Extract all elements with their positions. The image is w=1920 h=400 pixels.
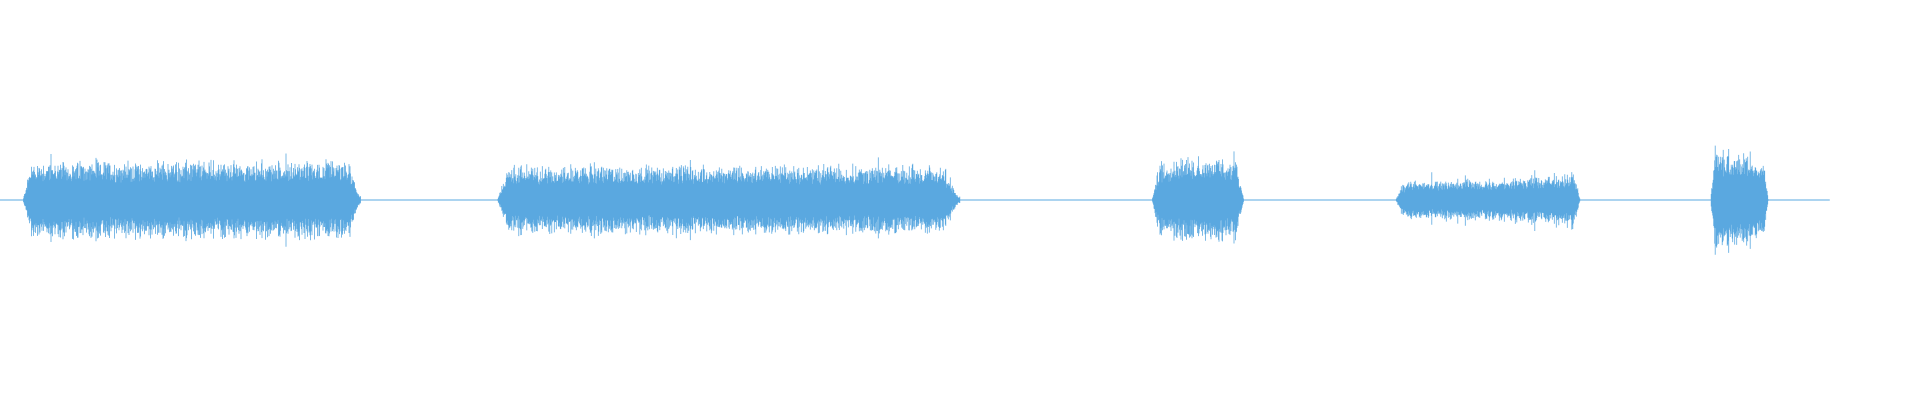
waveform-segment bbox=[1152, 151, 1245, 244]
waveform-burst bbox=[23, 153, 361, 247]
waveform-burst bbox=[1395, 170, 1581, 231]
waveform-segment bbox=[1395, 170, 1581, 231]
waveform-burst bbox=[1710, 145, 1769, 255]
waveform-segment bbox=[23, 153, 361, 247]
waveform-burst bbox=[497, 157, 961, 241]
waveform-burst bbox=[1152, 151, 1245, 244]
waveform-segment bbox=[497, 157, 961, 241]
waveform-segment bbox=[1710, 145, 1769, 255]
